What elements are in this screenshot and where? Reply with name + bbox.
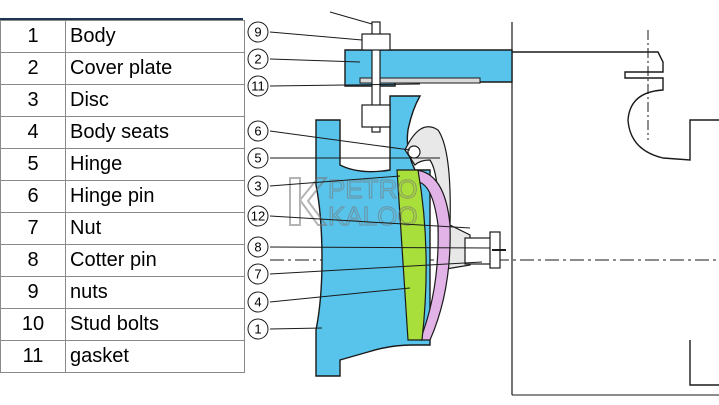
part-number: 6 (0, 180, 66, 213)
callout-7: 7 (247, 263, 269, 285)
leader-3 (269, 175, 401, 187)
part-name: Body (65, 20, 245, 53)
part-name: Cotter pin (65, 244, 245, 277)
callout-11: 11 (247, 75, 269, 97)
leader-stud (329, 11, 373, 25)
callout-label: 6 (254, 124, 261, 139)
callout-circle (247, 263, 269, 285)
part-number: 2 (0, 52, 66, 85)
callout-label: 9 (254, 25, 261, 40)
callout-circle (247, 291, 269, 313)
part-name: Disc (65, 84, 245, 117)
callout-8: 8 (247, 236, 269, 258)
hinge (404, 126, 471, 271)
leader-9 (269, 31, 363, 41)
callout-circle (247, 120, 269, 142)
callout-label: 8 (254, 240, 261, 255)
part-number: 3 (0, 84, 66, 117)
leader-12 (269, 215, 471, 229)
callout-circle (247, 175, 269, 197)
callout-4: 4 (247, 291, 269, 313)
body-outline-right-flange (689, 340, 719, 386)
leader-1 (269, 327, 323, 330)
callout-circle (247, 48, 269, 70)
callout-circle (247, 75, 269, 97)
callout-12: 12 (247, 205, 269, 227)
part-name: Hinge pin (65, 180, 245, 213)
callout-5: 5 (247, 147, 269, 169)
hinge-pin (407, 145, 421, 159)
callout-6: 6 (247, 120, 269, 142)
callout-label: 5 (254, 151, 261, 166)
stud-bolt (371, 21, 381, 133)
callout-label: 12 (251, 209, 265, 224)
valve-body (315, 95, 431, 377)
callout-3: 3 (247, 175, 269, 197)
watermark: PETRO KALOO (289, 173, 418, 232)
leader-8 (269, 246, 491, 249)
part-number: 4 (0, 116, 66, 149)
body-seat (414, 169, 451, 341)
callout-label: 11 (251, 79, 265, 94)
callout-circle (247, 21, 269, 43)
part-name: Hinge (65, 148, 245, 181)
part-number: 8 (0, 244, 66, 277)
callout-circle (247, 318, 269, 340)
part-name: Nut (65, 212, 245, 245)
gasket (359, 77, 481, 84)
leader-lines (269, 11, 491, 330)
callout-label: 1 (254, 322, 261, 337)
part-number: 10 (0, 308, 66, 341)
leader-7 (269, 261, 483, 275)
leader-4 (269, 287, 411, 303)
callout-2: 2 (247, 48, 269, 70)
callout-circle (247, 205, 269, 227)
callout-1: 1 (247, 318, 269, 340)
part-name: nuts (65, 276, 245, 309)
watermark-logo-icon (289, 177, 329, 226)
callout-label: 4 (254, 295, 261, 310)
watermark-line1: PETRO (328, 174, 418, 204)
body-outline-right (512, 51, 719, 161)
upper-nut (361, 33, 391, 51)
part-number: 5 (0, 148, 66, 181)
callout-9: 9 (247, 21, 269, 43)
callout-label: 2 (254, 52, 261, 67)
leader-11 (269, 83, 421, 87)
leader-6 (269, 130, 411, 151)
watermark-line2: KALOO (328, 201, 418, 231)
callout-circle (247, 147, 269, 169)
disc (396, 169, 427, 341)
callout-circle (247, 236, 269, 258)
lower-nut (361, 104, 391, 128)
leader-2 (269, 58, 361, 63)
callout-label: 7 (254, 267, 261, 282)
callout-label: 3 (254, 179, 261, 194)
table-top-rule (0, 18, 243, 21)
part-name: gasket (65, 340, 245, 373)
